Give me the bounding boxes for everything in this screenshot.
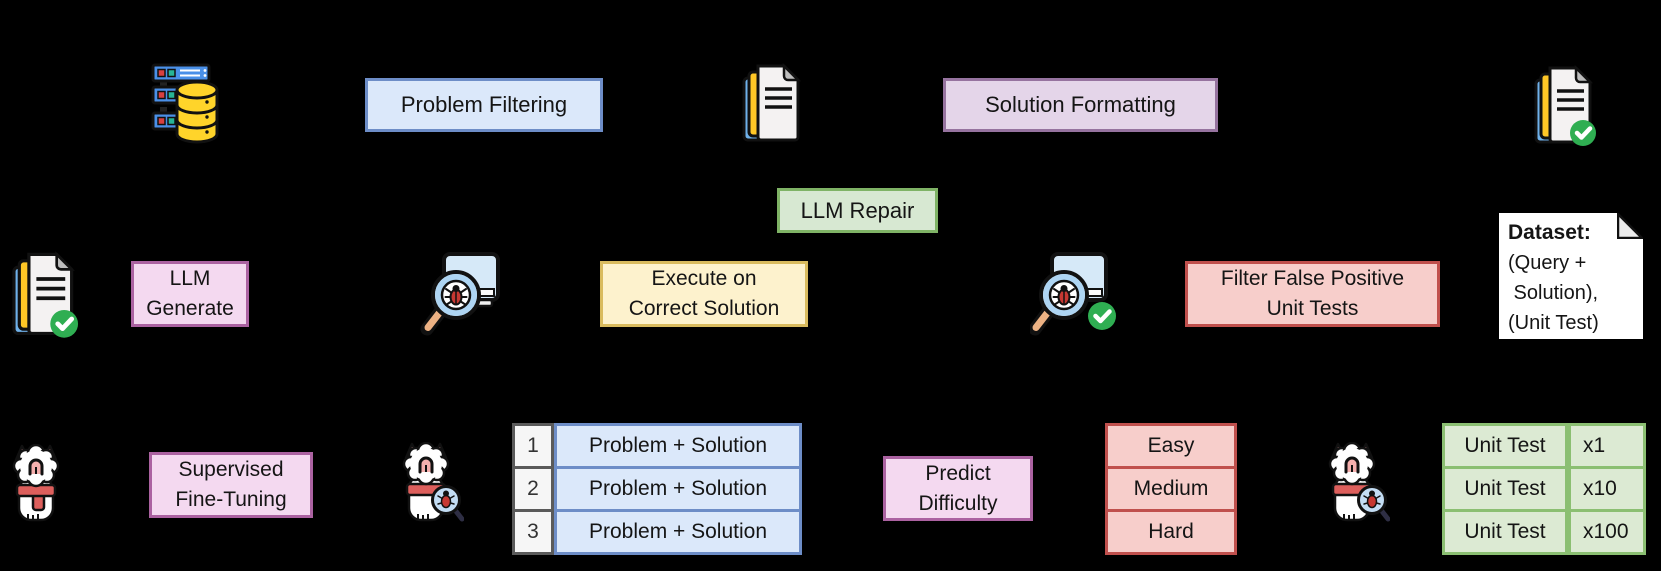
llm-repair-box: LLM Repair [777, 188, 938, 233]
dataset-note-title: Dataset: [1508, 221, 1591, 244]
table-row: Unit Test x100 [1442, 509, 1646, 555]
bug-scan-checked-icon [1030, 252, 1116, 336]
llama-debug-icon [1328, 442, 1390, 522]
unit-test-count-cell: x100 [1568, 509, 1646, 555]
table-row: Medium [1105, 466, 1237, 512]
problem-filtering-label: Problem Filtering [400, 92, 568, 117]
filter-fp-label-line1: Filter False Positive [1220, 267, 1405, 290]
sft-label-line2: Fine-Tuning [175, 488, 287, 511]
llm-repair-label: LLM Repair [800, 197, 915, 223]
row-index-cell: 3 [512, 509, 554, 555]
row-value-cell: Problem + Solution [554, 466, 802, 512]
difficulty-cell: Easy [1105, 423, 1237, 469]
unit-test-cell: Unit Test [1442, 423, 1568, 469]
execute-on-correct-solution-box: Execute on Correct Solution [600, 261, 808, 327]
predict-difficulty-box: Predict Difficulty [883, 456, 1033, 521]
predict-label-line1: Predict [925, 461, 991, 485]
sft-label-line1: Supervised [178, 458, 284, 481]
database-icon [151, 63, 219, 144]
dataset-note-line: Solution), [1508, 282, 1599, 304]
row-value-cell: Problem + Solution [554, 423, 802, 469]
table-row: Easy [1105, 423, 1237, 469]
table-row: Unit Test x10 [1442, 466, 1646, 512]
unit-test-count-cell: x1 [1568, 423, 1646, 469]
filter-false-positive-box: Filter False Positive Unit Tests [1185, 261, 1440, 327]
row-index-cell: 1 [512, 423, 554, 469]
predict-label-line2: Difficulty [918, 491, 998, 515]
row-index-cell: 2 [512, 466, 554, 512]
bug-scan-icon [420, 252, 500, 336]
dataset-note-line: (Query + [1508, 252, 1587, 274]
unit-test-count-cell: x10 [1568, 466, 1646, 512]
documents-checked-icon [12, 251, 79, 338]
unit-test-table: Unit Test x1 Unit Test x10 Unit Test x10… [1442, 423, 1646, 555]
table-row: Hard [1105, 509, 1237, 555]
llm-generate-label-line2: Generate [146, 297, 234, 320]
llm-generate-label-line1: LLM [169, 267, 211, 290]
table-row: Unit Test x1 [1442, 423, 1646, 469]
documents-checked-icon [1534, 64, 1596, 146]
difficulty-cell: Hard [1105, 509, 1237, 555]
supervised-fine-tuning-box: Supervised Fine-Tuning [149, 452, 313, 518]
filter-fp-label-line2: Unit Tests [1266, 297, 1359, 320]
unit-test-cell: Unit Test [1442, 466, 1568, 512]
unit-test-cell: Unit Test [1442, 509, 1568, 555]
llama-debug-icon [402, 442, 464, 522]
table-row: 1 Problem + Solution [512, 423, 802, 469]
table-row: 2 Problem + Solution [512, 466, 802, 512]
difficulty-table: Easy Medium Hard [1105, 423, 1237, 555]
solution-formatting-box: Solution Formatting [943, 78, 1218, 132]
row-value-cell: Problem + Solution [554, 509, 802, 555]
difficulty-cell: Medium [1105, 466, 1237, 512]
llm-generate-box: LLM Generate [131, 261, 249, 327]
llama-icon [12, 444, 60, 522]
problem-solution-table: 1 Problem + Solution 2 Problem + Solutio… [512, 423, 802, 555]
problem-filtering-box: Problem Filtering [365, 78, 603, 132]
dataset-note: Dataset: (Query + Solution), (Unit Test) [1499, 213, 1643, 339]
table-row: 3 Problem + Solution [512, 509, 802, 555]
execute-label-line2: Correct Solution [628, 297, 780, 320]
dataset-note-line: (Unit Test) [1508, 312, 1599, 334]
solution-formatting-label: Solution Formatting [985, 92, 1176, 117]
execute-label-line1: Execute on [651, 267, 757, 290]
documents-icon [742, 62, 802, 142]
folded-corner-icon [1617, 213, 1643, 239]
